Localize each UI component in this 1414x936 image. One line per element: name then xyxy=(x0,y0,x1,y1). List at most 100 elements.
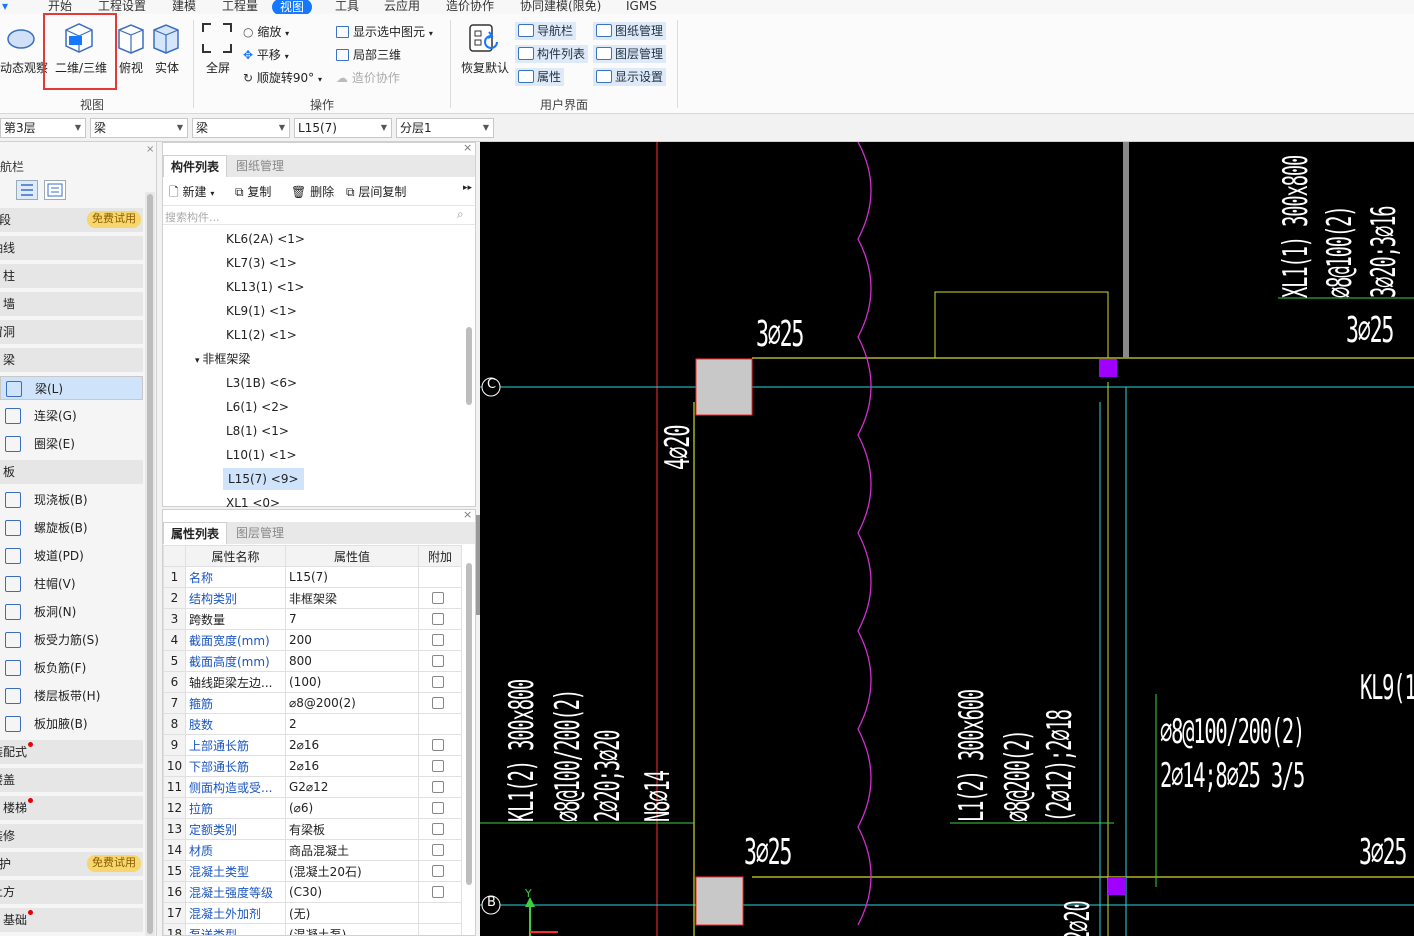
tree-item[interactable]: L15(7) <9> xyxy=(223,468,304,490)
top-view-icon[interactable] xyxy=(117,22,145,54)
attach-checkbox[interactable] xyxy=(432,613,444,625)
menu-cost-collab[interactable]: 造价协作 xyxy=(446,0,495,13)
comp-list-toggle[interactable]: 构件列表 xyxy=(515,45,589,63)
property-value[interactable]: (混凝土20石) xyxy=(285,860,419,882)
property-value[interactable]: (⌀6) xyxy=(285,797,419,819)
nav-category[interactable]: 楼梯 xyxy=(0,796,143,820)
close-icon[interactable]: × xyxy=(146,144,155,155)
attach-checkbox[interactable] xyxy=(432,844,444,856)
search-box[interactable]: 搜索构件... ⌕ xyxy=(163,205,475,225)
threed-cube-icon[interactable] xyxy=(62,21,96,53)
nav-category[interactable]: 土方 xyxy=(0,880,143,904)
nav-category[interactable]: 基坑支护免费试用 xyxy=(0,852,143,876)
twod-threed-button[interactable]: 二维/三维 xyxy=(55,61,108,75)
component-select[interactable]: L15(7)▼ xyxy=(294,118,392,138)
attach-checkbox[interactable] xyxy=(432,802,444,814)
dynamic-observe-icon[interactable] xyxy=(6,24,36,54)
free-trial-badge[interactable]: 免费试用 xyxy=(87,855,141,872)
tree-view-icon[interactable] xyxy=(16,180,38,200)
nav-item[interactable]: 板洞(N) xyxy=(0,600,143,624)
attach-checkbox[interactable] xyxy=(432,592,444,604)
property-value[interactable]: 非框架梁 xyxy=(285,587,419,609)
property-value[interactable]: 商品混凝土 xyxy=(285,839,419,861)
solid-button[interactable]: 实体 xyxy=(155,61,180,75)
pan-button[interactable]: ✥ 平移 ▾ xyxy=(243,46,289,63)
nav-scroll-thumb[interactable] xyxy=(147,194,153,934)
floor-select[interactable]: 第3层▼ xyxy=(0,118,86,138)
tree-item[interactable]: L6(1) <2> xyxy=(226,396,289,418)
menu-collab-modeling[interactable]: 协同建模(限免) xyxy=(520,0,602,13)
restore-default-button[interactable]: 恢复默认 xyxy=(461,61,510,75)
nav-item[interactable]: 板加腋(B) xyxy=(0,712,143,736)
nav-category[interactable]: 施工段免费试用 xyxy=(0,208,143,232)
zoom-button[interactable]: ○ 缩放 ▾ xyxy=(243,23,289,40)
category-select[interactable]: 梁▼ xyxy=(90,118,188,138)
nav-category[interactable]: 轴线 xyxy=(0,236,143,260)
property-value[interactable]: 2⌀16 xyxy=(285,755,419,777)
nav-item[interactable]: 坡道(PD) xyxy=(0,544,143,568)
attach-checkbox[interactable] xyxy=(432,865,444,877)
property-value[interactable]: 7 xyxy=(285,608,419,630)
nav-item[interactable]: 圈梁(E) xyxy=(0,432,143,456)
type-select[interactable]: 梁▼ xyxy=(192,118,290,138)
menu-start[interactable]: 开始 xyxy=(48,0,73,13)
attach-checkbox[interactable] xyxy=(432,886,444,898)
menu-quantity[interactable]: 工程量 xyxy=(222,0,259,13)
nav-category[interactable]: 基础 xyxy=(0,908,143,932)
quick-access-icon[interactable]: ▾ xyxy=(2,0,9,13)
tree-item[interactable]: L3(1B) <6> xyxy=(226,372,297,394)
nav-item[interactable]: 连梁(G) xyxy=(0,404,143,428)
nav-item[interactable]: 板受力筋(S) xyxy=(0,628,143,652)
top-view-button[interactable]: 俯视 xyxy=(119,61,144,75)
property-value[interactable]: ⌀8@200(2) xyxy=(285,692,419,714)
tab-component-list[interactable]: 构件列表 xyxy=(163,155,228,177)
attach-checkbox[interactable] xyxy=(432,781,444,793)
nav-item[interactable]: 楼层板带(H) xyxy=(0,684,143,708)
close-icon[interactable]: × xyxy=(463,509,473,521)
property-value[interactable]: 200 xyxy=(285,629,419,651)
attr-toggle[interactable]: 属性 xyxy=(515,68,565,86)
cost-collab-button[interactable]: ☁ 造价协作 xyxy=(336,69,400,86)
property-value[interactable]: (混凝土泵) xyxy=(285,923,419,935)
nav-item[interactable]: 现浇板(B) xyxy=(0,488,143,512)
nav-scrollbar[interactable] xyxy=(145,192,155,936)
drawing-mgmt-toggle[interactable]: 图纸管理 xyxy=(593,22,667,40)
sublayer-select[interactable]: 分层1▼ xyxy=(396,118,494,138)
complist-scroll-thumb[interactable] xyxy=(466,327,472,405)
tree-item[interactable]: XL1 <0> xyxy=(226,492,280,507)
tab-drawing-management[interactable]: 图纸管理 xyxy=(236,159,285,173)
nav-category[interactable]: 梁 xyxy=(0,348,143,372)
property-value[interactable]: (无) xyxy=(285,902,419,924)
copy-button[interactable]: ⧉ 复制 xyxy=(235,183,271,200)
expand-chevron-icon[interactable]: ▾ xyxy=(195,356,203,366)
restore-default-icon[interactable] xyxy=(467,22,501,56)
property-value[interactable]: 800 xyxy=(285,650,419,672)
menu-igms[interactable]: IGMS xyxy=(626,0,657,13)
floor-copy-button[interactable]: ⧉ 层间复制 xyxy=(346,183,406,200)
new-button[interactable]: 🗋 新建 ▾ xyxy=(169,183,214,204)
nav-item[interactable]: 板负筋(F) xyxy=(0,656,143,680)
tab-layer-management[interactable]: 图层管理 xyxy=(236,526,285,540)
nav-category[interactable]: 墙 xyxy=(0,292,143,316)
nav-category[interactable]: 柱 xyxy=(0,264,143,288)
display-settings-toggle[interactable]: 显示设置 xyxy=(593,68,667,86)
tree-item[interactable]: KL9(1) <1> xyxy=(226,300,297,322)
nav-category[interactable]: 装配式 xyxy=(0,740,143,764)
menu-project-settings[interactable]: 工程设置 xyxy=(98,0,147,13)
tab-properties[interactable]: 属性列表 xyxy=(163,522,228,544)
more-icon[interactable]: ▸▸ xyxy=(463,183,473,193)
free-trial-badge[interactable]: 免费试用 xyxy=(87,211,141,228)
tree-item[interactable]: L10(1) <1> xyxy=(226,444,297,466)
attach-checkbox[interactable] xyxy=(432,760,444,772)
fullscreen-button[interactable]: 全屏 xyxy=(206,61,231,75)
